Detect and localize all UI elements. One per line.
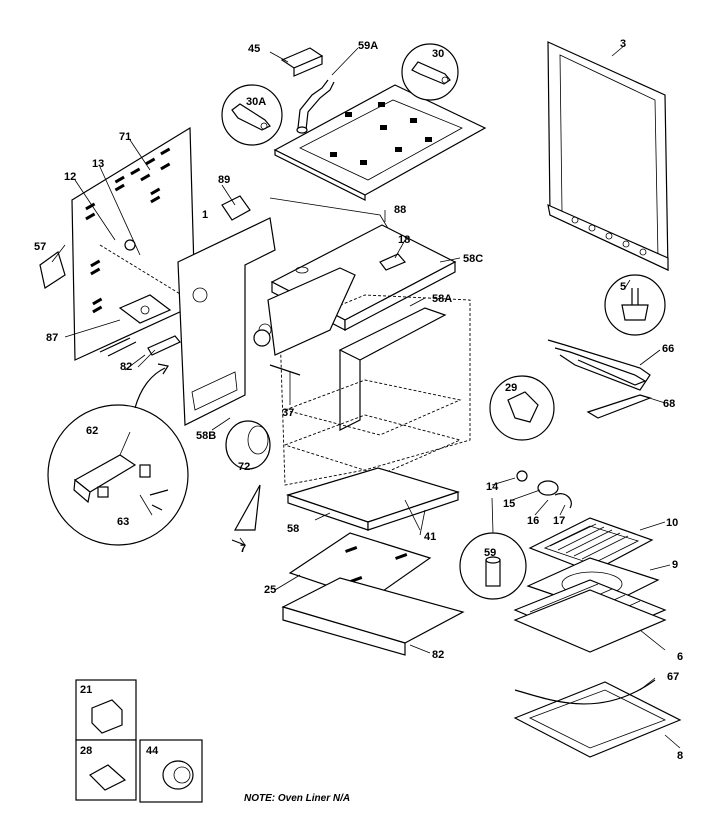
label-58b: 58B	[196, 430, 216, 442]
oven-liner	[279, 294, 471, 486]
label-82-terminal: 82	[120, 361, 132, 373]
cover-57	[39, 251, 66, 289]
label-13: 13	[92, 158, 104, 170]
label-7: 7	[240, 543, 246, 555]
rack-6	[513, 579, 667, 653]
bottom-panel-58	[286, 467, 460, 531]
note-text: NOTE: Oven Liner N/A	[244, 793, 350, 804]
bracket-30-detail	[401, 43, 459, 101]
label-30: 30	[432, 48, 444, 60]
element-59-detail	[459, 532, 527, 600]
label-62-detail: 62	[86, 425, 98, 437]
label-58: 58	[287, 523, 299, 535]
detail-62-63	[47, 363, 189, 546]
box-44	[139, 739, 203, 803]
label-45: 45	[248, 43, 260, 55]
label-66: 66	[662, 343, 674, 355]
terminal-block-82	[147, 335, 181, 356]
label-18: 18	[398, 234, 410, 246]
label-82-drawer: 82	[432, 649, 444, 661]
hinge-7	[231, 484, 261, 546]
label-58c: 58C	[463, 253, 483, 265]
label-6: 6	[677, 651, 683, 663]
socket-parts	[516, 470, 572, 509]
label-21: 21	[80, 684, 92, 696]
label-71: 71	[119, 131, 131, 143]
label-58a: 58A	[432, 293, 452, 305]
label-14: 14	[486, 481, 499, 493]
drawer-82	[281, 577, 465, 656]
label-1: 1	[202, 209, 208, 221]
leader-lines	[51, 44, 681, 749]
element-66	[547, 339, 651, 391]
lamp-29-detail	[489, 375, 555, 441]
label-41: 41	[424, 531, 436, 543]
label-15: 15	[503, 498, 515, 510]
label-57: 57	[34, 241, 46, 253]
label-87: 87	[46, 332, 58, 344]
bracket-30a-detail	[221, 84, 283, 146]
label-89: 89	[218, 174, 230, 186]
thermostat-89	[221, 195, 251, 221]
label-17: 17	[553, 515, 565, 527]
burner-tube-59a	[296, 79, 335, 134]
oven-cavity-front	[253, 267, 356, 376]
label-12: 12	[64, 171, 76, 183]
part-labels: 3 5 6 7 8 9 10 12 13 14 15 16 17 18 21 2…	[34, 38, 683, 762]
broil-pan-10	[528, 517, 654, 573]
top-panel	[273, 84, 487, 201]
label-28: 28	[80, 745, 92, 757]
label-44: 44	[146, 745, 159, 757]
label-3: 3	[620, 38, 626, 50]
bracket-68	[586, 394, 652, 419]
label-67: 67	[667, 671, 679, 683]
label-29: 29	[505, 382, 517, 394]
label-30a: 30A	[246, 96, 266, 108]
bracket-87	[99, 294, 172, 357]
box-21	[75, 679, 137, 741]
label-5: 5	[620, 281, 626, 293]
label-59a: 59A	[358, 40, 378, 52]
bracket-45	[280, 47, 324, 77]
door-3	[547, 41, 669, 271]
label-9: 9	[672, 559, 678, 571]
label-25: 25	[264, 584, 276, 596]
label-8: 8	[677, 750, 683, 762]
label-88: 88	[394, 204, 406, 216]
label-72: 72	[238, 461, 250, 473]
label-68: 68	[663, 398, 675, 410]
drawer-pan-8	[513, 679, 682, 758]
label-59: 59	[484, 547, 496, 559]
label-63: 63	[117, 516, 129, 528]
label-16: 16	[527, 515, 539, 527]
side-frame	[124, 217, 276, 426]
leveler-5-detail	[604, 274, 666, 336]
box-28	[75, 739, 137, 801]
label-37: 37	[282, 407, 294, 419]
knob-72	[225, 420, 271, 470]
label-10: 10	[666, 517, 678, 529]
